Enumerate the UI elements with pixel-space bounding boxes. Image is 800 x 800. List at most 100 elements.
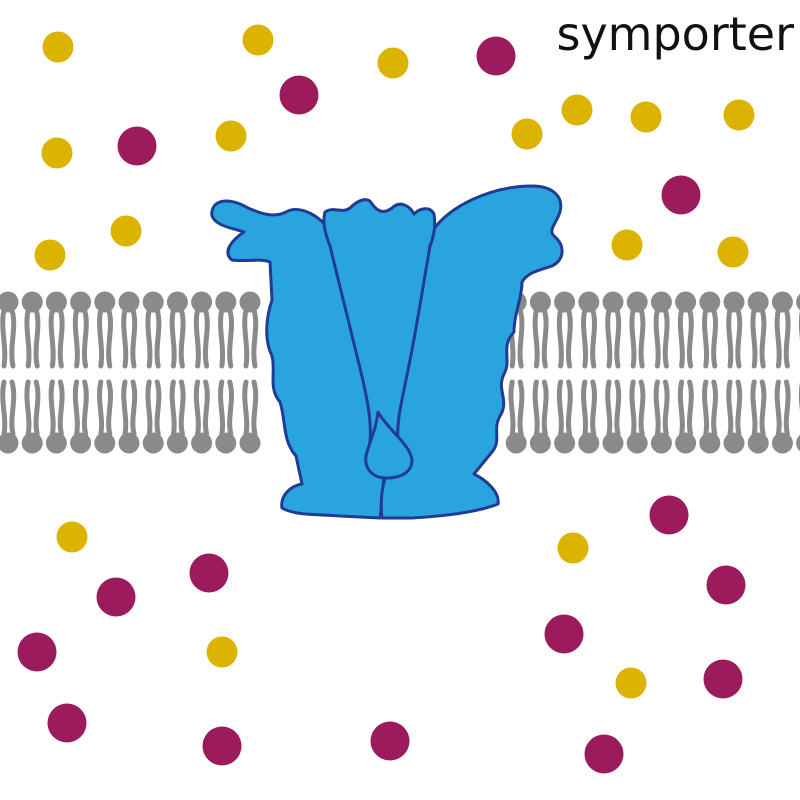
yellow-molecule — [511, 118, 543, 150]
magenta-molecule — [544, 614, 584, 654]
lipid-head — [796, 293, 800, 311]
lipid-tail — [97, 379, 114, 437]
lipid-head — [578, 432, 600, 454]
lipid-tail — [629, 307, 646, 369]
lipid-tail — [556, 307, 573, 369]
lipid-head — [94, 291, 116, 313]
yellow-molecule — [611, 229, 643, 261]
lipid-tail — [653, 379, 670, 437]
yellow-molecule — [42, 31, 74, 63]
lipid-head — [21, 291, 43, 313]
magenta-molecule — [703, 659, 743, 699]
magenta-molecule — [279, 75, 319, 115]
lipid-head — [747, 291, 769, 313]
lipid-head — [215, 291, 237, 313]
lipid-head — [166, 432, 188, 454]
lipid-tail — [774, 379, 791, 437]
magenta-molecule — [649, 495, 689, 535]
yellow-molecule — [717, 236, 749, 268]
lipid-head — [675, 432, 697, 454]
lipid-tail — [145, 307, 162, 369]
lipid-head — [626, 432, 648, 454]
yellow-molecule — [110, 215, 142, 247]
lipid-head — [0, 291, 19, 313]
lipid-head — [166, 291, 188, 313]
lipid-head — [650, 291, 672, 313]
magenta-molecule — [476, 36, 516, 76]
lipid-head — [699, 432, 721, 454]
lipid-head — [554, 291, 576, 313]
lipid-head — [239, 291, 261, 313]
lipid-head — [747, 432, 769, 454]
lipid-head — [118, 432, 140, 454]
lipid-head — [21, 432, 43, 454]
lipid-tail — [97, 307, 114, 369]
molecules-layer — [17, 24, 755, 774]
lipid-tail — [48, 307, 65, 369]
magenta-molecule — [706, 565, 746, 605]
diagram-title: symporter — [556, 7, 794, 61]
yellow-molecule — [206, 636, 238, 668]
lipid-tail — [72, 379, 89, 437]
yellow-molecule — [723, 99, 755, 131]
lipid-tail — [218, 379, 235, 437]
yellow-molecule — [242, 24, 274, 56]
lipid-tail — [532, 379, 549, 437]
lipid-head — [602, 291, 624, 313]
lipid-tail — [605, 379, 622, 437]
lipid-tail — [532, 307, 549, 369]
lipid-head — [45, 291, 67, 313]
lipid-head — [70, 432, 92, 454]
protein-center-core — [322, 198, 437, 478]
lipid-head — [796, 434, 800, 452]
lipid-head — [191, 291, 213, 313]
lipid-tail — [556, 379, 573, 437]
magenta-molecule — [47, 703, 87, 743]
lipid-head — [70, 291, 92, 313]
lipid-tail — [774, 307, 791, 369]
lipid-head — [0, 432, 19, 454]
yellow-molecule — [34, 239, 66, 271]
lipid-tail — [677, 379, 694, 437]
lipid-bilayer — [0, 291, 800, 454]
lipid-head — [215, 432, 237, 454]
lipid-tail — [169, 379, 186, 437]
lipid-tail — [193, 379, 210, 437]
lipid-tail — [48, 379, 65, 437]
magenta-molecule — [117, 126, 157, 166]
lipid-tail — [218, 307, 235, 369]
lipid-head — [529, 432, 551, 454]
lipid-tail — [24, 379, 41, 437]
lipid-tail — [242, 379, 259, 437]
yellow-molecule — [561, 94, 593, 126]
lipid-head — [239, 432, 261, 454]
magenta-molecule — [96, 577, 136, 617]
lipid-head — [505, 432, 527, 454]
symporter-protein — [210, 184, 564, 520]
magenta-molecule — [17, 632, 57, 672]
lipid-tail — [121, 307, 138, 369]
magenta-molecule — [370, 721, 410, 761]
lipid-tail — [508, 379, 525, 437]
lipid-tail — [121, 379, 138, 437]
yellow-molecule — [215, 120, 247, 152]
protein-inner-cleft — [364, 410, 414, 480]
lipid-tail — [702, 379, 719, 437]
yellow-molecule — [41, 137, 73, 169]
lipid-tail — [629, 379, 646, 437]
lipid-tail — [24, 307, 41, 369]
lipid-tail — [193, 307, 210, 369]
magenta-molecule — [584, 734, 624, 774]
lipid-head — [699, 291, 721, 313]
lipid-tail — [750, 307, 767, 369]
lipid-tail — [581, 307, 598, 369]
lipid-tail — [726, 307, 743, 369]
lipid-tail — [0, 379, 17, 437]
lipid-tail — [677, 307, 694, 369]
lipid-tail — [702, 307, 719, 369]
lipid-head — [94, 432, 116, 454]
yellow-molecule — [56, 521, 88, 553]
lipid-tail — [750, 379, 767, 437]
yellow-molecule — [630, 101, 662, 133]
